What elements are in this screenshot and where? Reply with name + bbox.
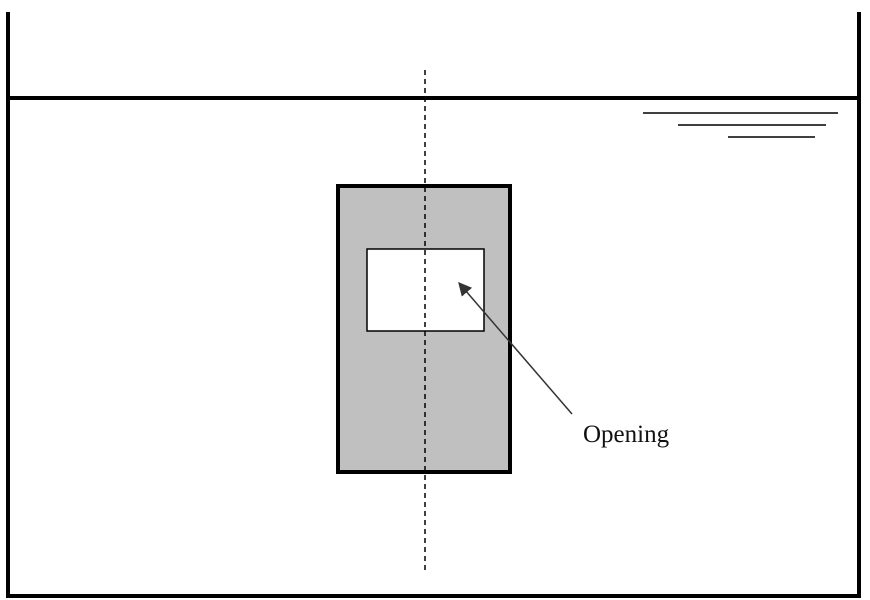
water-surface-symbol xyxy=(643,112,838,138)
opening-label: Opening xyxy=(583,421,670,448)
opening-leader-arrow xyxy=(458,281,573,415)
